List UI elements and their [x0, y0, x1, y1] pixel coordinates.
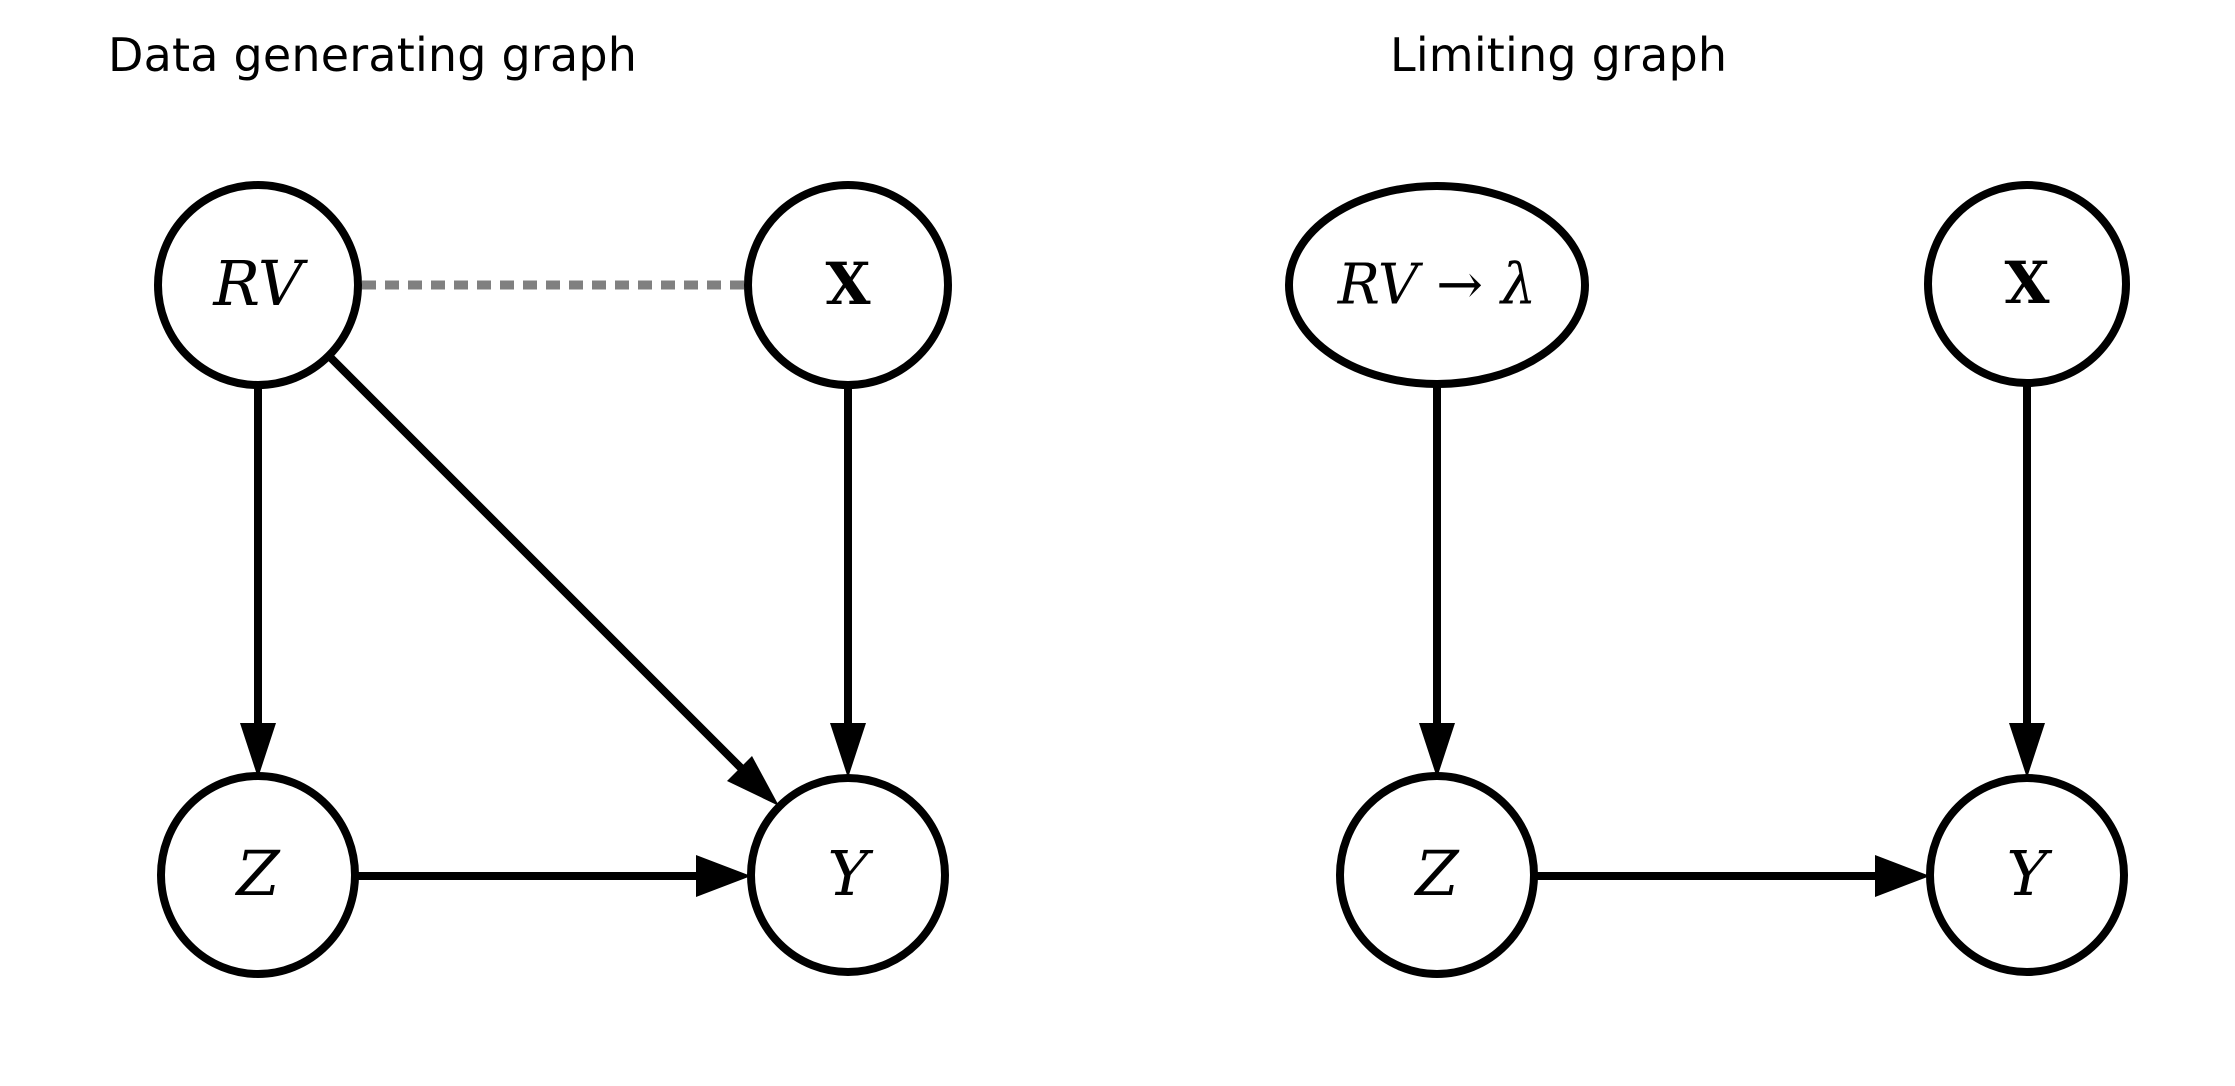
node-z-limiting[interactable]: Z — [1336, 772, 1538, 978]
node-rv-label: RV — [212, 247, 308, 320]
panel-title-limiting: Limiting graph — [1390, 28, 1728, 82]
node-y-limiting-shape — [1926, 774, 2128, 976]
node-x-limiting[interactable]: X — [1924, 181, 2130, 387]
node-y-limiting-label: Y — [2007, 837, 2053, 910]
node-z-shape — [157, 772, 359, 978]
arrowhead-rvlambda-to-z — [1419, 723, 1455, 778]
node-z-limiting-label: Z — [1413, 837, 1459, 910]
node-x-label: X — [825, 250, 870, 318]
edge-z2-to-y2 — [1535, 855, 1930, 897]
edge-rv-to-y — [326, 353, 779, 806]
node-y-shape — [747, 774, 949, 976]
edge-rv-to-z — [240, 386, 276, 778]
panel-limiting-graph: RV → λ X Z Y — [1285, 181, 2130, 978]
node-rv-lambda-label: RV → λ — [1337, 253, 1537, 318]
edge-x-to-y — [830, 386, 866, 778]
node-x-shape — [744, 181, 952, 389]
node-rv-shape — [154, 181, 362, 389]
node-y[interactable]: Y — [747, 774, 949, 976]
node-x-limiting-shape — [1924, 181, 2130, 387]
node-z[interactable]: Z — [157, 772, 359, 978]
edge-x2-to-y2 — [2009, 384, 2045, 778]
arrowhead-z2-to-y2 — [1875, 855, 1930, 897]
node-y-label: Y — [828, 837, 874, 910]
node-rv-lambda[interactable]: RV → λ — [1285, 182, 1589, 388]
panel-data-generating-graph: RV X Z Y — [154, 181, 952, 978]
node-y-limiting[interactable]: Y — [1926, 774, 2128, 976]
edge-z-to-y — [356, 855, 751, 897]
node-rv-lambda-shape — [1285, 182, 1589, 388]
node-z-label: Z — [234, 837, 280, 910]
panel-title-data-generating: Data generating graph — [108, 28, 638, 82]
node-x[interactable]: X — [744, 181, 952, 389]
arrowhead-rv-to-y — [727, 756, 779, 806]
arrowhead-x-to-y — [830, 723, 866, 778]
node-z-limiting-shape — [1336, 772, 1538, 978]
node-x-limiting-label: X — [2004, 249, 2049, 317]
arrowhead-x2-to-y2 — [2009, 723, 2045, 778]
arrowhead-z-to-y — [696, 855, 751, 897]
edge-rvlambda-to-z — [1419, 385, 1455, 778]
node-rv[interactable]: RV — [154, 181, 362, 389]
arrowhead-rv-to-z — [240, 723, 276, 778]
